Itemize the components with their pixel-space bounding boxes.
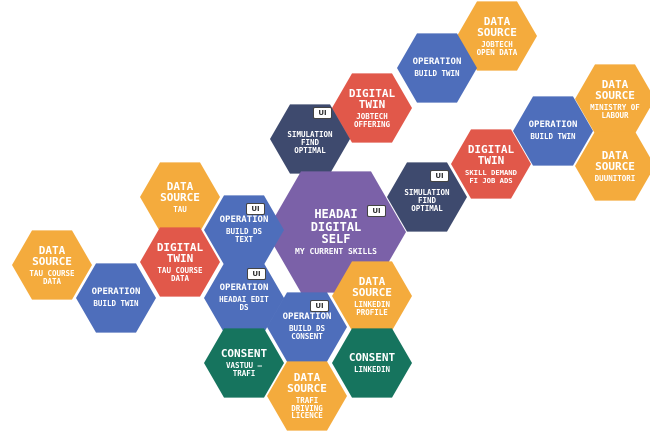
hexagon-dt-jobtech [332, 73, 412, 143]
hexagon-consent-linkedin [332, 328, 412, 398]
hexagon-dt-skill-demand [451, 129, 531, 199]
hexagon-ds-jobtech [457, 1, 537, 71]
hexagon-ds-tau [140, 162, 220, 232]
hexagon-op-build-twin-right [513, 96, 593, 166]
hexagon-ds-trafi [267, 361, 347, 431]
hexagon-ds-duunitori [575, 131, 650, 201]
hexagon-ds-linkedin [332, 261, 412, 331]
hexagon-op-build-ds-text [204, 195, 284, 265]
ui-badge: UI [430, 170, 449, 182]
ui-badge: UI [313, 107, 332, 119]
hexagon-ds-ministry [575, 64, 650, 134]
hexagon-dt-tau-course [140, 227, 220, 297]
hexagon-sim-top [270, 104, 350, 174]
ui-badge: UI [246, 203, 265, 215]
hexagon-consent-vastuu [204, 328, 284, 398]
hexagon-op-build-twin-left [76, 263, 156, 333]
ui-badge: UI [367, 205, 386, 217]
hexagon-op-build-twin-top [397, 33, 477, 103]
hexagon-ds-tau-course [12, 230, 92, 300]
ui-badge: UI [247, 268, 266, 280]
ui-badge: UI [310, 300, 329, 312]
hexagon-op-headai-edit [204, 263, 284, 333]
